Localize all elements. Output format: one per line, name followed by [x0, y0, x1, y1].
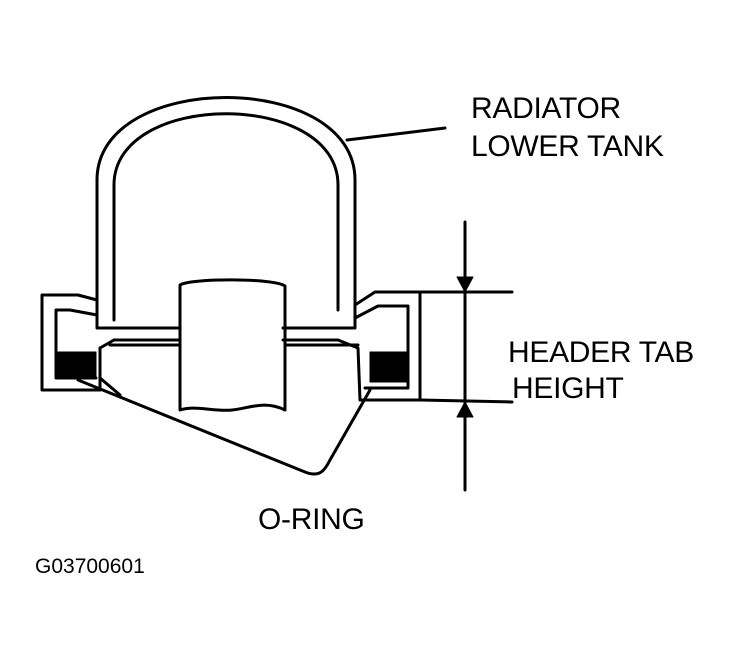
outlet-tube: [108, 278, 360, 412]
label-header-line1: HEADER TAB: [508, 336, 694, 369]
lower-tank-dome: [95, 96, 357, 322]
header-lower-edge: [98, 376, 122, 397]
o-ring-right: [369, 351, 409, 383]
label-radiator-line2: LOWER TANK: [471, 130, 664, 163]
label-radiator-line1: RADIATOR: [471, 92, 621, 125]
label-header-line2: HEIGHT: [512, 372, 624, 405]
label-o-ring: O-RING: [258, 503, 365, 536]
dim-extension-bottom: [418, 398, 514, 404]
leader-o-ring: [76, 378, 372, 476]
dim-arrow-top: [456, 276, 474, 293]
o-ring-seals: [55, 351, 409, 383]
figure-code: G03700601: [35, 555, 145, 578]
dim-arrow-bottom: [456, 401, 474, 418]
header-plate: [95, 308, 357, 342]
header-tab-height-dimension: [418, 220, 514, 492]
o-ring-left: [55, 351, 97, 379]
leader-radiator-tank: [345, 126, 447, 142]
